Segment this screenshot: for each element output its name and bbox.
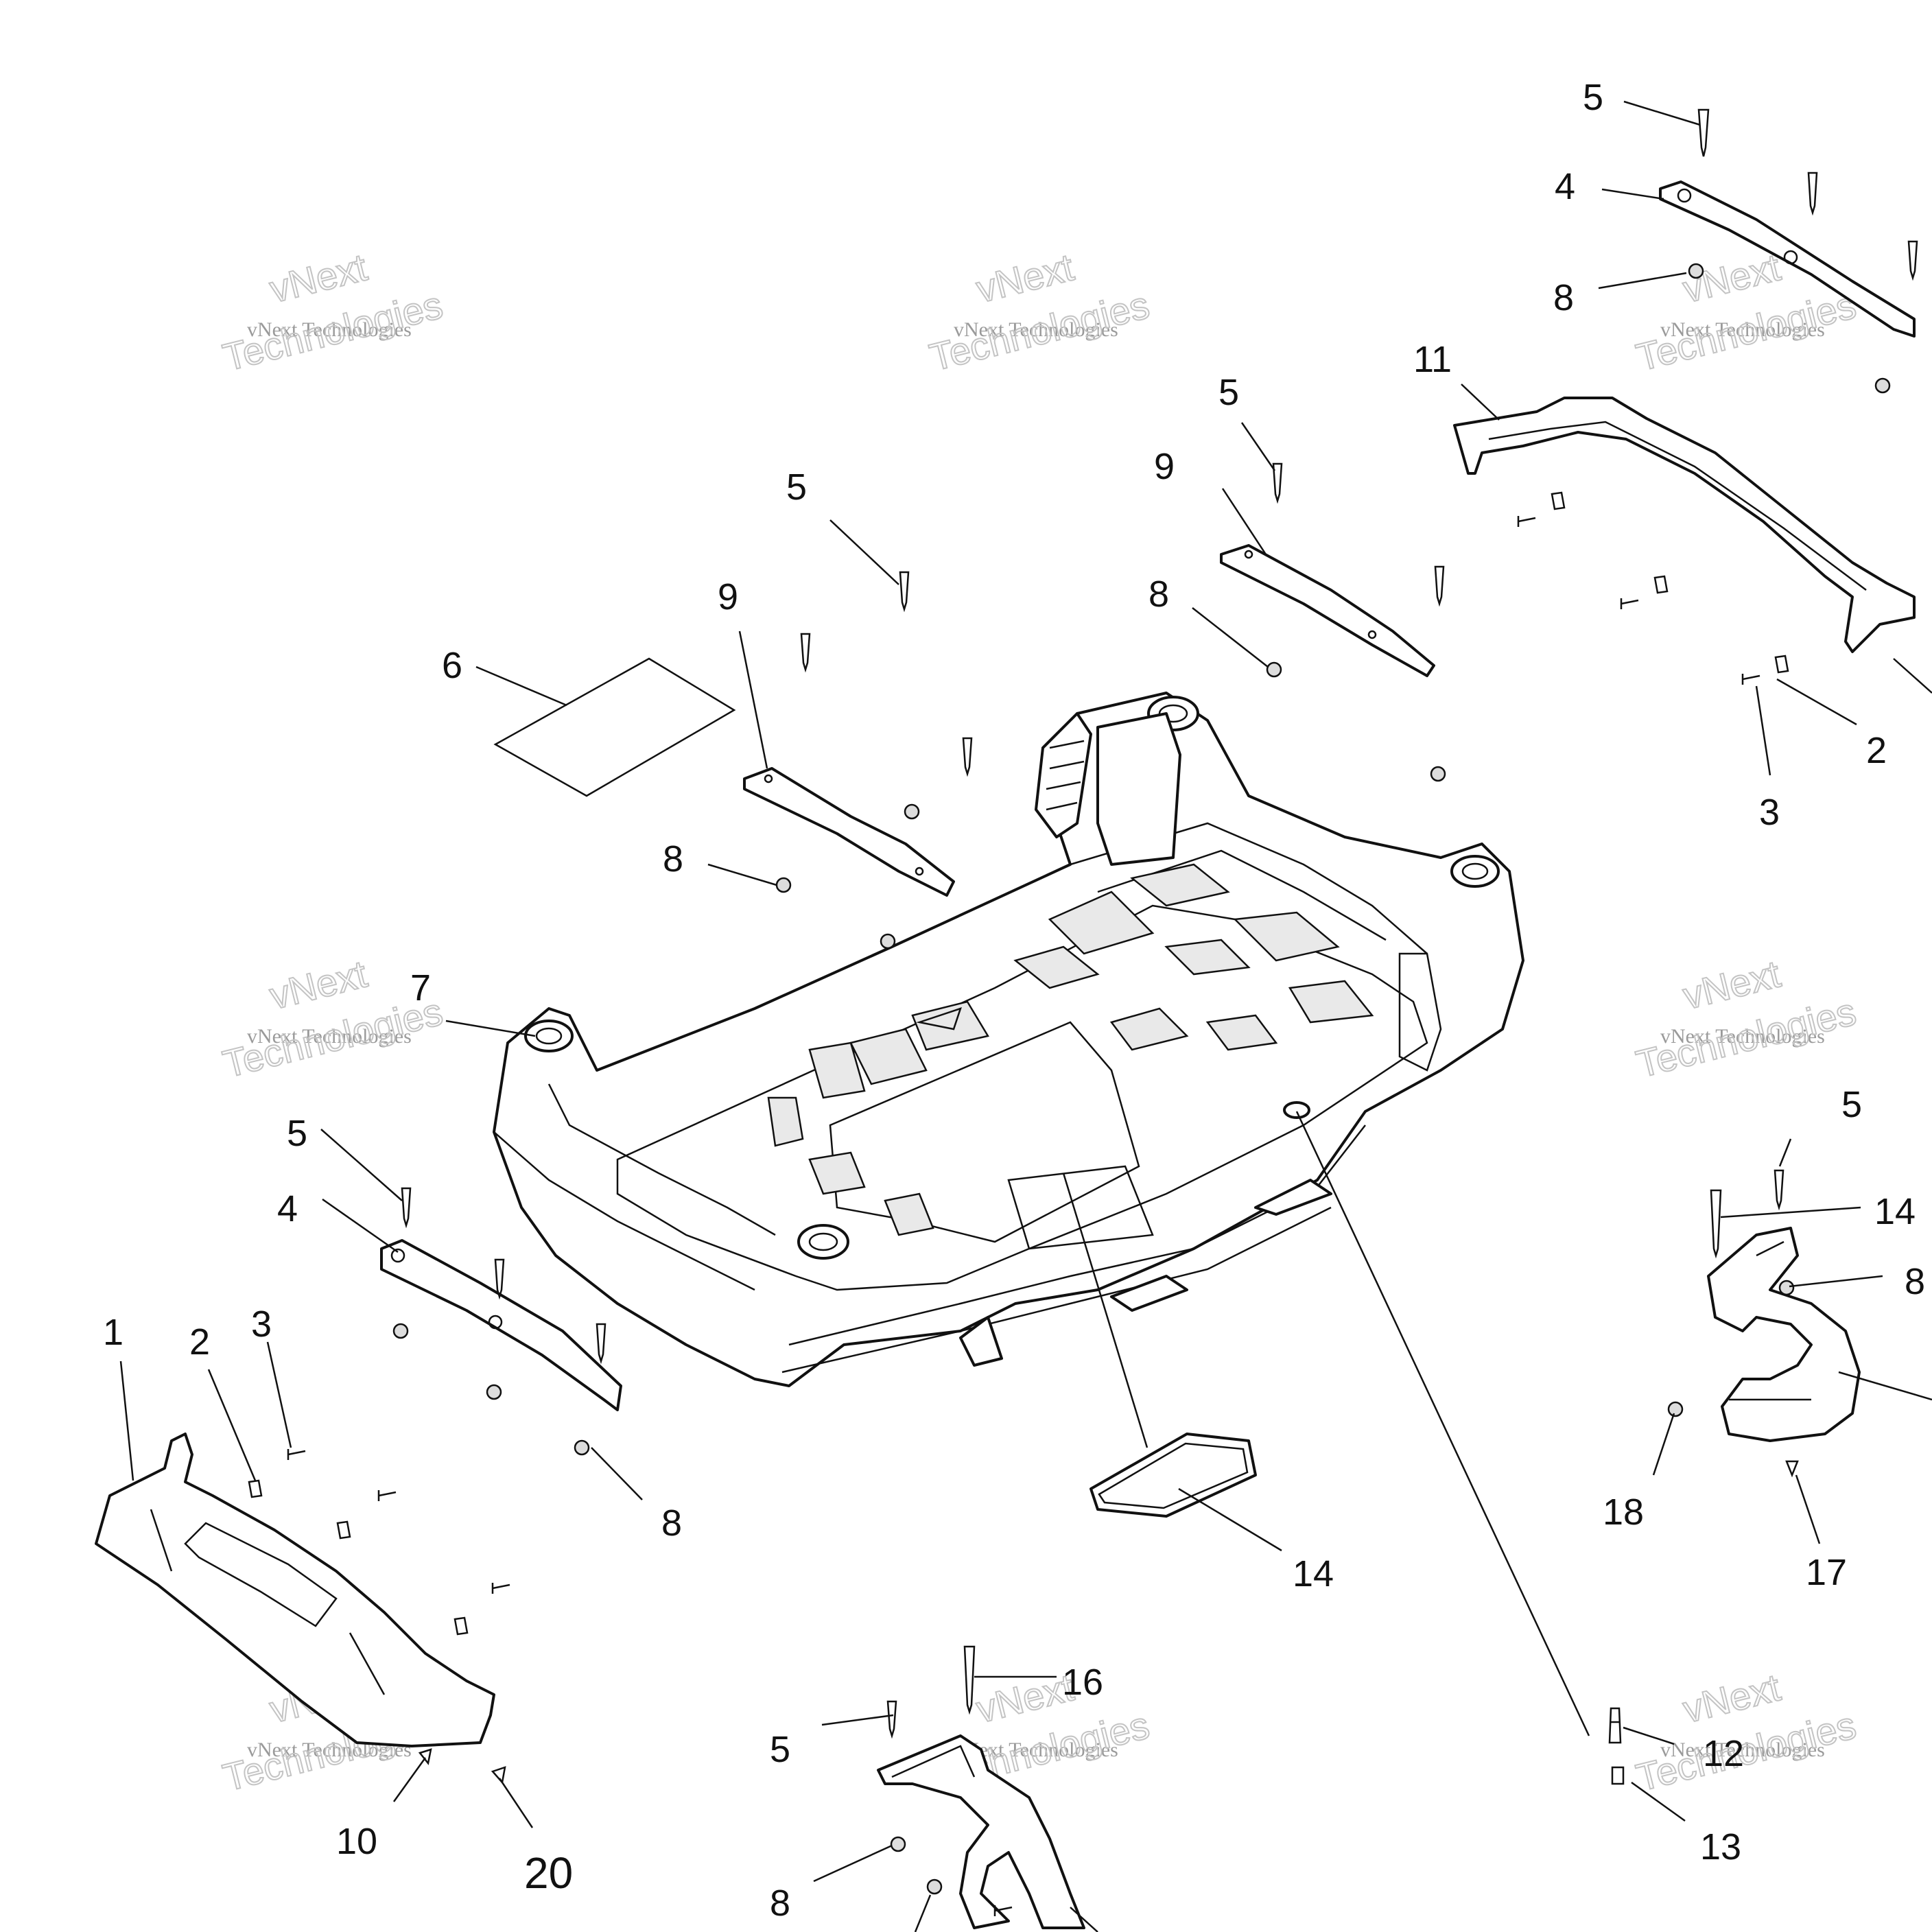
callout-8: 8 [1905,1261,1925,1302]
callout-8: 8 [1148,574,1169,615]
callout-20: 20 [524,1848,573,1898]
leader-lines [119,100,1932,1932]
cargo-box-tub [493,692,1524,1387]
watermark-technologies: Technologies [1632,989,1860,1085]
watermark-top-left: vNext vNext Technologies Technologies [218,244,447,379]
callout-3: 3 [1759,792,1780,833]
watermark-text: vNext Technologies [1660,1739,1825,1761]
watermark-vnext: vNext [1679,1665,1785,1731]
callout-6: 6 [442,645,462,686]
watermark-text: vNext Technologies [1660,1025,1825,1048]
watermark-mid-left: vNext vNext Technologies Technologies [218,951,447,1086]
watermark-vnext: vNext [972,245,1079,311]
callout-1: 1 [103,1312,123,1353]
callout-8: 8 [1553,277,1574,318]
bracket-left [743,767,955,897]
callout-8: 8 [770,1883,790,1924]
callout-5: 5 [1218,372,1239,413]
watermark-technologies: Technologies [1632,1703,1860,1799]
callout-5: 5 [770,1729,790,1770]
callout-5: 5 [1841,1084,1862,1125]
trim-right [1453,397,1916,653]
callout-14: 16 [1062,1662,1103,1703]
watermark-technologies: Technologies [219,283,447,379]
callout-5: 5 [786,467,807,508]
callout-labels: 5 4 8 11 5 9 8 5 9 6 8 7 5 4 1 2 3 8 14 … [103,77,1925,1924]
callout-10: 10 [336,1821,377,1862]
watermark-top-right: vNext vNext Technologies Technologies [1631,244,1861,379]
callout-4: 4 [1555,166,1575,207]
watermark-technologies: Technologies [1632,283,1860,379]
trim-left [95,1433,495,1747]
callout-7: 7 [410,967,431,1009]
callout-13: 13 [1700,1826,1741,1868]
callout-4: 4 [277,1188,298,1229]
callout-12: 12 [1703,1733,1744,1774]
callout-9: 9 [1154,446,1175,487]
callout-8: 8 [661,1503,682,1544]
callout-2: 2 [1866,730,1887,771]
callout-18: 18 [1603,1492,1644,1533]
callout-3: 3 [251,1304,272,1345]
watermark-text: vNext Technologies [247,318,412,341]
grab-handle-bottom [877,1734,1085,1929]
watermark-text: vNext Technologies [954,318,1118,341]
watermark-vnext: vNext [266,245,372,311]
watermark-vnext: vNext [266,952,372,1017]
callout-11: 11 [1413,339,1452,380]
callout-5: 5 [1583,77,1603,118]
rail-left [380,1239,622,1411]
rail-right [1659,180,1916,338]
grab-handle-right [1707,1227,1861,1442]
callout-5: 5 [287,1113,307,1154]
callout-17: 14 [1293,1553,1334,1594]
callout-14: 14 [1874,1191,1916,1232]
label-sheet [493,657,736,797]
watermark-text: vNext Technologies [1660,318,1825,341]
floor-pad [1089,1433,1257,1518]
watermark-bottom-right: vNext vNext Technologies Technologies [1631,1664,1861,1800]
callout-9: 9 [718,576,738,617]
callout-16: 17 [1806,1552,1847,1593]
bracket-right [1220,544,1435,677]
fasteners [248,108,1918,1916]
callout-8: 8 [663,838,683,880]
watermark-vnext: vNext [1679,952,1785,1017]
watermark-text: vNext Technologies [247,1025,412,1048]
callout-2: 2 [189,1321,210,1363]
watermark-technologies: Technologies [926,283,1153,379]
watermark-mid-right: vNext vNext Technologies Technologies [1631,951,1861,1086]
watermark-top-center: vNext vNext Technologies Technologies [925,244,1154,379]
